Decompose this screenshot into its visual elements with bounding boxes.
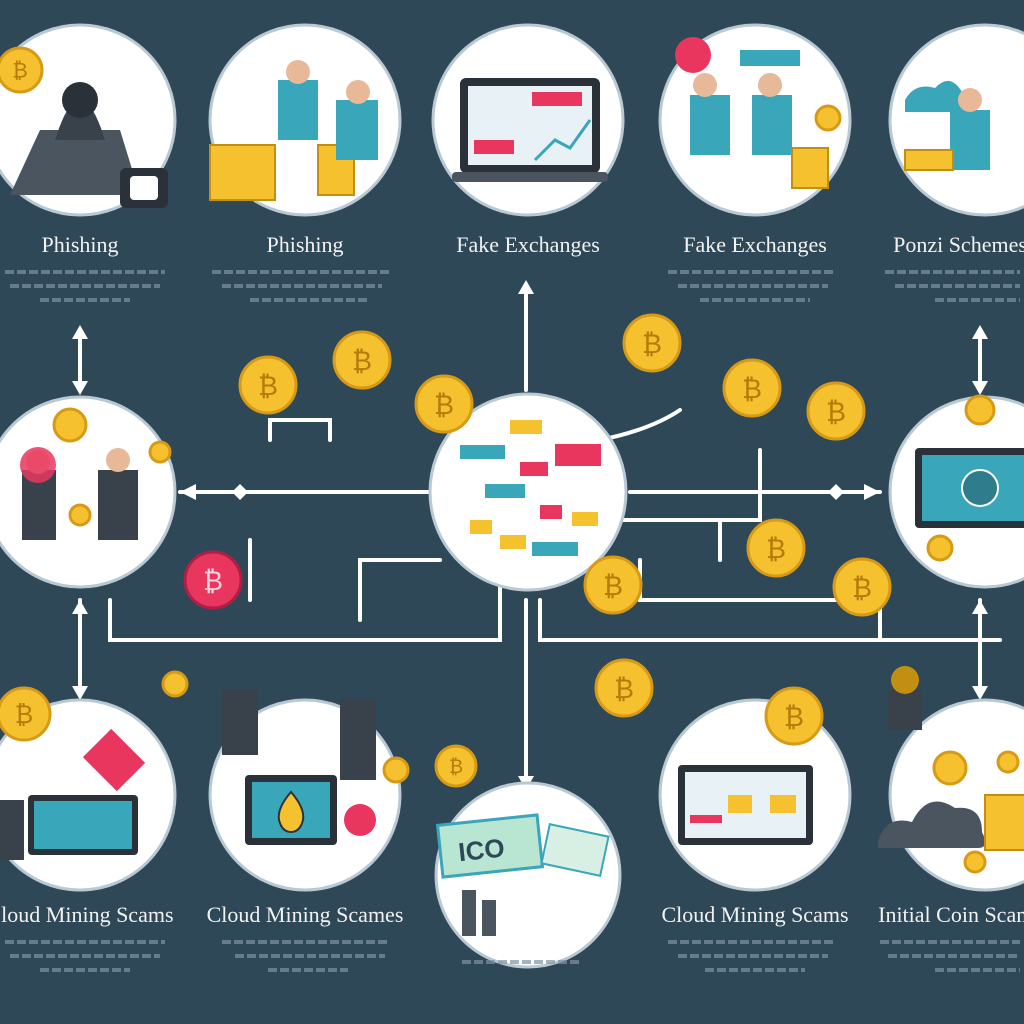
- bitcoin-coin-icon: [964, 394, 996, 426]
- node-label-phishing-2: Phishing: [266, 232, 344, 257]
- node-label-cloud-mining-3: Cloud Mining Scams: [661, 902, 849, 927]
- connectors: [78, 288, 1002, 782]
- connector-arrows: [72, 280, 988, 790]
- bitcoin-symbol: ₿: [434, 390, 454, 421]
- bitcoin-coin-icon: ₿: [594, 658, 654, 718]
- bitcoin-coin-icon: [963, 850, 987, 874]
- node-label-cloud-mining-1: Cloud Mining Scams: [0, 902, 174, 927]
- node-label-cloud-mining-2: Cloud Mining Scames: [206, 902, 404, 927]
- bitcoin-symbol: ₿: [784, 702, 804, 733]
- bitcoin-symbol: ₿: [203, 566, 223, 597]
- bitcoin-coin-icon: [161, 670, 189, 698]
- bitcoin-symbol: ₿: [352, 346, 372, 377]
- coins: ₿ ₿ ₿ ₿ ₿ ₿ ₿ ₿ ₿ ₿ ₿ ₿ ₿ ₿ ₿: [0, 46, 1020, 874]
- initial-coin-illustration: [878, 666, 1024, 851]
- node-circle-center: [428, 392, 628, 592]
- node-label-fake-exchanges-2: Fake Exchanges: [683, 232, 827, 257]
- bitcoin-symbol: ₿: [614, 674, 634, 705]
- people-exchange-illustration: [20, 447, 138, 540]
- cloud-mining-laptop-2: [222, 690, 376, 845]
- bitcoin-coin-icon: ₿: [764, 686, 824, 746]
- bitcoin-symbol: ₿: [642, 329, 662, 360]
- bitcoin-coin-icon: ₿: [434, 744, 478, 788]
- bitcoin-coin-icon: ₿: [238, 355, 298, 415]
- bitcoin-coin-icon: [926, 534, 954, 562]
- bitcoin-coin-icon: ₿: [332, 330, 392, 390]
- ico-badge-text: ICO: [457, 833, 506, 868]
- node-label-initial-coin: Initial Coin Scams: [878, 902, 1024, 927]
- cloud-mining-monitor-3: [678, 765, 813, 845]
- hacker-illustration: [10, 82, 168, 208]
- bitcoin-coin-icon: ₿: [0, 686, 52, 742]
- handshake-illustration: [209, 60, 378, 201]
- bitcoin-symbol: ₿: [742, 374, 762, 405]
- bitcoin-symbol: ₿: [15, 700, 34, 729]
- bitcoin-coin-icon: [148, 440, 172, 464]
- bitcoin-coin-icon: ₿: [806, 381, 866, 441]
- bitcoin-coin-icon: [996, 750, 1020, 774]
- bitcoin-coin-icon: [382, 756, 410, 784]
- bitcoin-coin-icon: ₿: [722, 358, 782, 418]
- bitcoin-coin-icon: ₿: [832, 557, 892, 617]
- ico-illustration: ICO: [435, 813, 610, 936]
- node-label-phishing-1: Phishing: [41, 232, 119, 257]
- cloud-mining-monitor-1: [0, 728, 146, 860]
- fake-exchange-laptop-illustration: [452, 78, 608, 182]
- bitcoin-coin-icon: [932, 750, 968, 786]
- bitcoin-coin-icon: ₿: [746, 518, 806, 578]
- bitcoin-coin-icon: [52, 407, 88, 443]
- bitcoin-symbol: ₿: [12, 59, 28, 83]
- bitcoin-symbol: ₿: [449, 756, 463, 778]
- bitcoin-symbol: ₿: [852, 573, 872, 604]
- bitcoin-symbol: ₿: [258, 371, 278, 402]
- bitcoin-symbol: ₿: [826, 397, 846, 428]
- node-label-fake-exchanges-1: Fake Exchanges: [456, 232, 600, 257]
- bitcoin-coin-icon: ₿: [622, 313, 682, 373]
- bitcoin-symbol: ₿: [603, 571, 623, 602]
- bitcoin-coin-icon: [814, 104, 842, 132]
- bitcoin-coin-icon: ₿: [183, 550, 243, 610]
- bitcoin-symbol: ₿: [766, 534, 786, 565]
- central-dashboard-illustration: [460, 420, 601, 556]
- bitcoin-coin-icon: ₿: [414, 374, 474, 434]
- node-label-ponzi-schemes: Ponzi Schemes: [893, 232, 1024, 257]
- bitcoin-coin-icon: ₿: [583, 555, 643, 615]
- bitcoin-coin-icon: ₿: [0, 46, 44, 94]
- sign-holders-illustration: [675, 37, 829, 189]
- monitor-illustration-right: [915, 448, 1024, 528]
- bitcoin-coin-icon: [68, 503, 92, 527]
- ponzi-illustration: [904, 80, 990, 171]
